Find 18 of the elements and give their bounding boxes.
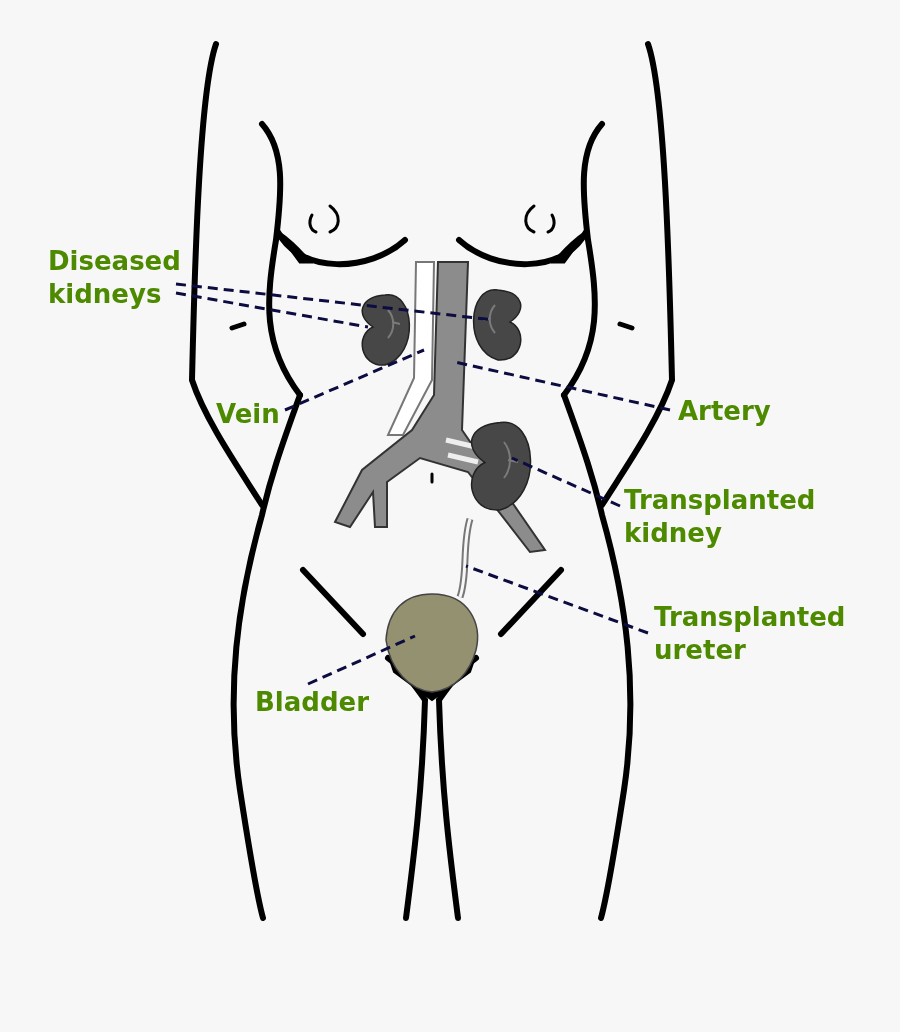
leader-line (307, 634, 416, 686)
callout-label: Diseased kidneys (48, 245, 198, 311)
bladder-drawing (385, 593, 479, 693)
ureter-drawing (456, 518, 474, 598)
leader-line (454, 360, 671, 412)
kidney-drawing (470, 421, 532, 511)
leader-line (465, 564, 649, 635)
callout-label: Vein (216, 398, 306, 431)
leader-line (175, 291, 369, 329)
leader-line (511, 456, 621, 508)
kidney-drawing (361, 294, 411, 366)
kidney-drawing (472, 289, 522, 361)
vein-drawing (386, 261, 435, 436)
callout-label: Bladder (255, 686, 395, 719)
leader-line (284, 348, 425, 412)
callout-label: Transplanted kidney (624, 484, 844, 550)
callout-label: Artery (678, 395, 798, 428)
callout-label: Transplanted ureter (654, 601, 874, 667)
